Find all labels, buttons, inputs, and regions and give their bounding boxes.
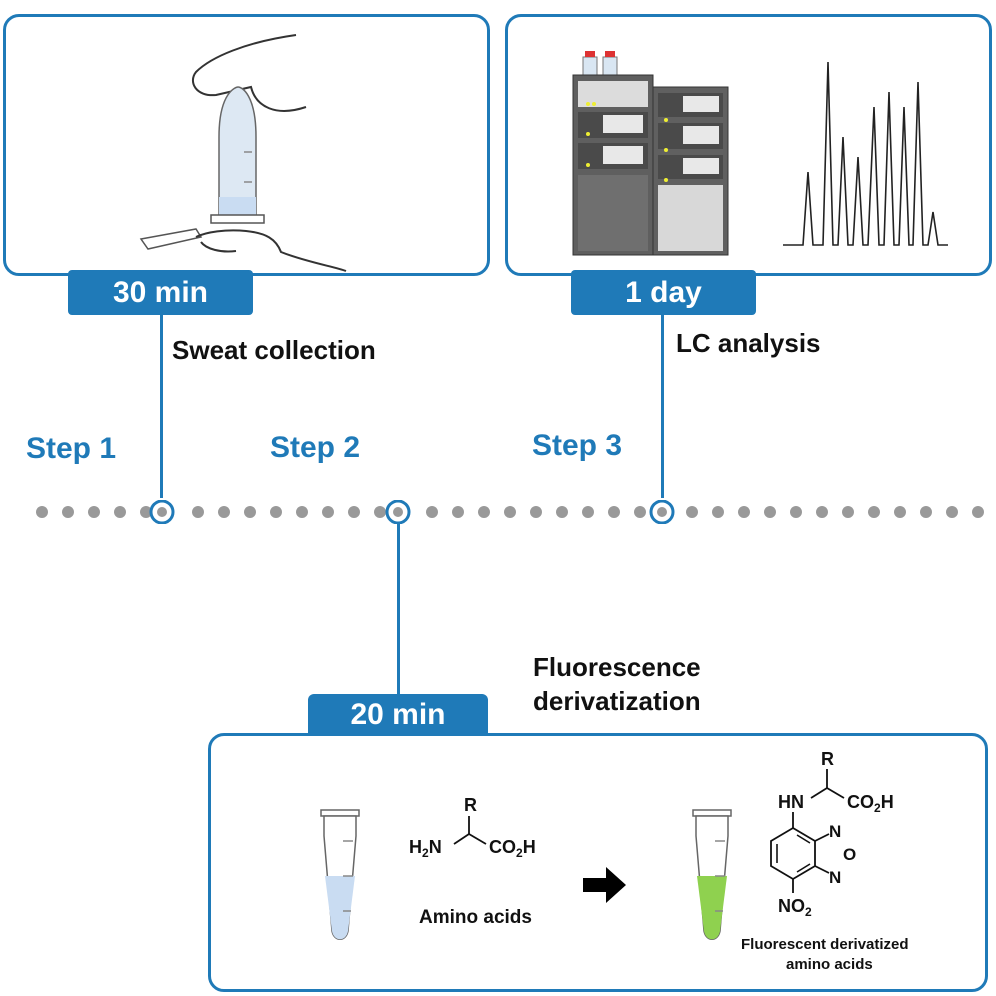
timeline-dot: [244, 506, 256, 518]
derivatization-panel: R H2N CO2H Amino acids R HN CO2H N O: [208, 733, 988, 992]
timeline-dot: [140, 506, 152, 518]
step1-description: Sweat collection: [172, 335, 376, 365]
upper-finger: [191, 34, 307, 112]
finger-tube-illustration: [139, 34, 347, 272]
timeline-dot: [88, 506, 100, 518]
timeline-dot: [374, 506, 386, 518]
timeline-dot: [894, 506, 906, 518]
timeline-dot: [36, 506, 48, 518]
timeline-dot: [738, 506, 750, 518]
step3-duration-tab: 1 day: [571, 270, 756, 315]
reactant-label: Amino acids: [419, 907, 532, 928]
timeline-dot: [556, 506, 568, 518]
step1-label: Step 1: [26, 432, 117, 465]
timeline-dot: [946, 506, 958, 518]
timeline-dot: [478, 506, 490, 518]
svg-text:R: R: [821, 749, 834, 769]
step2-description: Fluorescence derivatization: [533, 652, 701, 716]
step1-connector: [160, 315, 163, 498]
svg-text:H2N: H2N: [409, 837, 442, 860]
svg-text:HN: HN: [778, 792, 804, 812]
timeline-dot: [114, 506, 126, 518]
collection-tube: [218, 86, 257, 218]
svg-text:R: R: [464, 795, 477, 815]
sweat-liquid: [219, 197, 256, 217]
timeline-dot: [426, 506, 438, 518]
step3-label: Step 3: [532, 429, 623, 462]
svg-text:CO2H: CO2H: [847, 792, 894, 815]
timeline-dot: [712, 506, 724, 518]
svg-text:N: N: [829, 822, 841, 841]
timeline-dot: [296, 506, 308, 518]
lc-analysis-panel: [505, 14, 992, 276]
chromatogram: [783, 61, 948, 246]
step2-duration-tab: 20 min: [308, 694, 488, 736]
reaction-arrow: [583, 867, 626, 903]
timeline-dot: [218, 506, 230, 518]
timeline-dot: [972, 506, 984, 518]
timeline-dot: [634, 506, 646, 518]
sweat-collection-panel: [3, 14, 490, 276]
timeline-dot: [920, 506, 932, 518]
svg-text:N: N: [829, 868, 841, 887]
step3-description: LC analysis: [676, 328, 821, 358]
fluorescent-liquid: [697, 876, 727, 940]
lower-hand: [195, 229, 347, 272]
product-label-line2: amino acids: [786, 956, 873, 973]
timeline-dot: [686, 506, 698, 518]
timeline-dot: [530, 506, 542, 518]
timeline-dot: [504, 506, 516, 518]
timeline-dot: [608, 506, 620, 518]
timeline-dot: [192, 506, 204, 518]
svg-text:O: O: [843, 845, 856, 864]
timeline-dot: [322, 506, 334, 518]
timeline-dot: [790, 506, 802, 518]
timeline-dot: [452, 506, 464, 518]
step3-connector: [661, 315, 664, 498]
timeline-dot: [764, 506, 776, 518]
svg-text:CO2H: CO2H: [489, 837, 536, 860]
tube-cap-flap: [139, 228, 203, 250]
step2-connector: [397, 522, 400, 697]
derivatization-illustration: R H2N CO2H Amino acids R HN CO2H N O: [320, 749, 909, 973]
timeline-dot: [582, 506, 594, 518]
svg-text:NO2: NO2: [778, 896, 812, 919]
timeline-dot: [62, 506, 74, 518]
step1-duration-tab: 30 min: [68, 270, 253, 315]
timeline-dot: [868, 506, 880, 518]
timeline-dot: [842, 506, 854, 518]
timeline-dot: [270, 506, 282, 518]
product-label-line1: Fluorescent derivatized: [741, 936, 909, 953]
step2-label: Step 2: [270, 431, 361, 464]
sweat-sample-liquid: [325, 876, 355, 940]
lc-instrument-illustration: [572, 51, 948, 256]
timeline: [36, 500, 984, 524]
timeline-dots: [36, 506, 984, 518]
timeline-dot: [816, 506, 828, 518]
timeline-dot: [348, 506, 360, 518]
